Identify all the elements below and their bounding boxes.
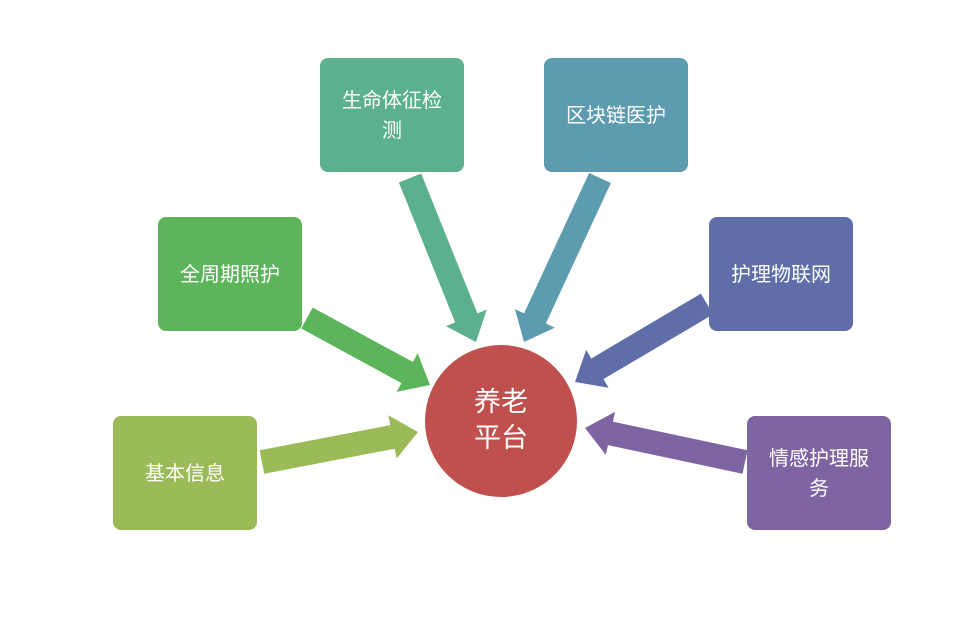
node-emotional-care: 情感护理服务 bbox=[747, 416, 891, 530]
node-label: 区块链医护 bbox=[566, 103, 666, 127]
center-node-elderly-platform: 养老平台 bbox=[425, 345, 577, 497]
node-full-cycle-care: 全周期照护 bbox=[158, 217, 302, 331]
node-care-iot: 护理物联网 bbox=[709, 217, 853, 331]
arrow-care-iot-to-center bbox=[575, 293, 714, 388]
node-label: 基本信息 bbox=[145, 461, 225, 485]
node-label: 护理物联网 bbox=[731, 262, 831, 286]
node-basic-info: 基本信息 bbox=[113, 416, 257, 530]
node-blockchain-care: 区块链医护 bbox=[544, 58, 688, 172]
node-label: 情感护理服务 bbox=[769, 446, 869, 500]
arrow-blockchain-care-to-center bbox=[514, 172, 611, 342]
node-label: 生命体征检测 bbox=[342, 88, 442, 142]
center-label: 养老平台 bbox=[474, 387, 528, 454]
arrow-full-cycle-care-to-center bbox=[301, 307, 430, 392]
node-label: 全周期照护 bbox=[180, 262, 280, 286]
arrow-basic-info-to-center bbox=[259, 415, 418, 474]
arrow-emotional-care-to-center bbox=[585, 411, 748, 474]
node-vital-signs: 生命体征检测 bbox=[320, 58, 464, 172]
arrow-vital-signs-to-center bbox=[398, 173, 487, 342]
